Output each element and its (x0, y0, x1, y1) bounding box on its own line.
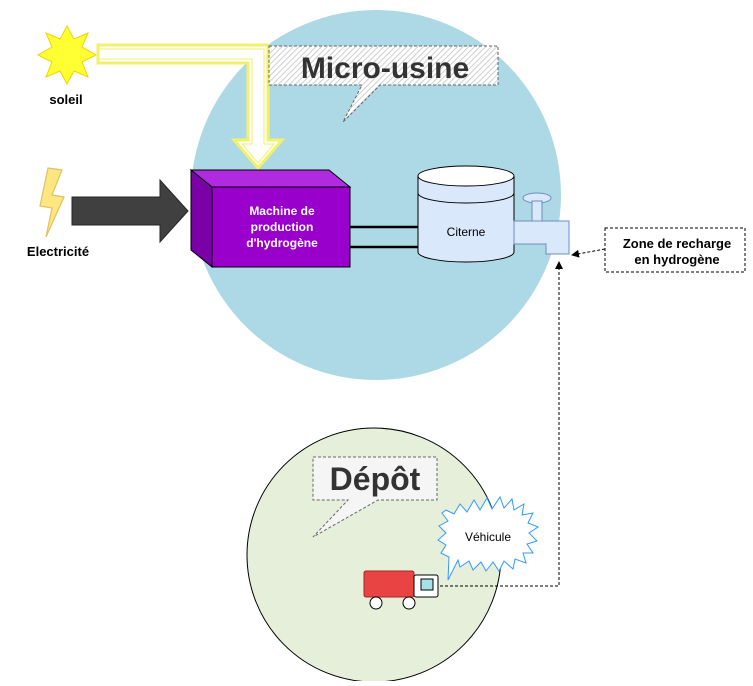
recharge-zone-line2: en hydrogène (634, 252, 719, 267)
depot-title: Dépôt (330, 461, 421, 497)
zone-to-faucet-arrow (571, 248, 606, 258)
recharge-zone-line1: Zone de recharge (623, 236, 731, 251)
truck-icon (363, 570, 439, 610)
citerne-label: Citerne (447, 225, 486, 239)
machine-label-line2: production (251, 220, 314, 234)
micro-usine-title: Micro-usine (301, 52, 469, 85)
sun-arrow (96, 43, 286, 171)
depot-callout (312, 456, 438, 538)
truck-to-faucet-connector (440, 261, 563, 587)
production-machine (189, 168, 352, 269)
recharge-zone-box (604, 227, 746, 273)
lightning-icon (39, 167, 65, 238)
electricity-arrow (71, 178, 189, 244)
soleil-label: soleil (49, 92, 82, 107)
tank-icon (417, 165, 515, 263)
electricite-label: Electricité (27, 244, 89, 259)
sun-icon (36, 24, 98, 86)
faucet-icon (513, 192, 570, 255)
machine-label-line3: d'hydrogène (246, 236, 318, 250)
machine-label-line1: Machine de (249, 204, 315, 218)
vehicle-label: Véhicule (465, 530, 511, 544)
micro-usine-circle (191, 10, 561, 380)
vehicle-callout (437, 495, 540, 581)
micro-usine-callout (268, 45, 499, 123)
